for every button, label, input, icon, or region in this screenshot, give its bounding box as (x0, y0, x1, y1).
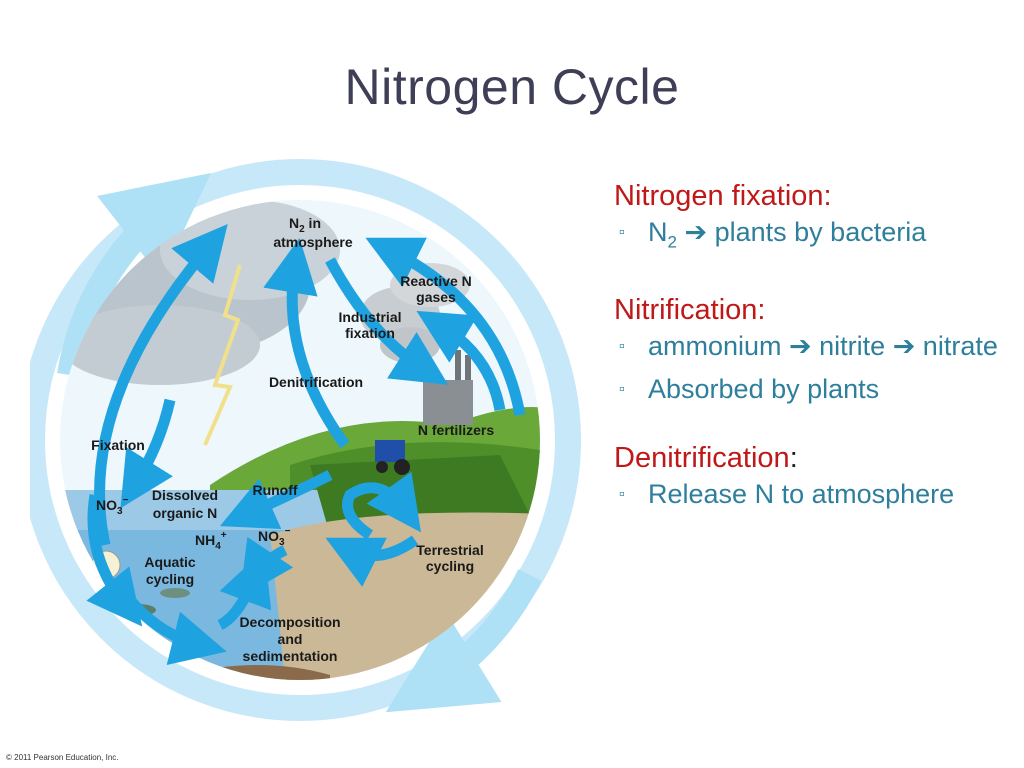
label-gases: gases (416, 289, 456, 305)
arrow-reactive-n-2 (416, 310, 506, 412)
label-denitrification: Denitrification (269, 374, 363, 390)
arrow-denitrification (263, 237, 350, 449)
arrow-runoff (219, 470, 333, 529)
bullet-absorbed: ▫Absorbed by plants (614, 371, 1019, 408)
label-no3-land: NO3− (258, 526, 291, 548)
notes-panel: Nitrogen fixation: ▫N2 ➔ plants by bacte… (614, 178, 1019, 513)
label-fixation: Fixation (91, 437, 145, 453)
arrow-industrial (325, 257, 449, 385)
outer-ring-arrow-top (57, 173, 211, 378)
nitrogen-cycle-diagram: N2 in atmosphere Reactive N gases Indust… (30, 159, 581, 721)
arrow-icon: ➔ (684, 217, 708, 247)
label-and: and (278, 631, 303, 647)
label-industrial: Industrial (338, 309, 401, 325)
outer-cycle-ring (30, 159, 581, 721)
label-aquatic-cycling: cycling (146, 571, 194, 587)
arrow-terrestrial-cycle (342, 471, 421, 540)
arrow-fixation (94, 223, 228, 547)
bullet-marker-icon: ▫ (619, 338, 625, 356)
label-n2-atmosphere: N2 in (289, 215, 321, 235)
bullet-n2-plants: ▫N2 ➔ plants by bacteria (614, 214, 1019, 260)
bullet-ammonium: ▫ammonium ➔ nitrite ➔ nitrate (614, 328, 1019, 365)
label-no3-water: NO3− (96, 495, 129, 517)
label-aquatic: Aquatic (144, 554, 196, 570)
label-reactive-n: Reactive N (400, 273, 472, 289)
heading-denitrification: Denitrification: (614, 442, 798, 475)
bullet-marker-icon: ▫ (619, 224, 625, 241)
factory (423, 380, 473, 425)
arrow-terrestrial-back (325, 535, 419, 587)
label-runoff: Runoff (252, 482, 297, 498)
label-fixation-industrial: fixation (345, 325, 395, 341)
label-terrestrial: Terrestrial (416, 542, 483, 558)
arrow-water-down (86, 494, 143, 627)
label-dissolved: Dissolved (152, 487, 218, 503)
copyright-notice: © 2011 Pearson Education, Inc. (6, 753, 119, 762)
label-sedimentation: sedimentation (243, 648, 338, 664)
bullet-marker-icon: ▫ (619, 381, 625, 399)
label-decomposition: Decomposition (239, 614, 340, 630)
label-n-fertilizers: N fertilizers (418, 422, 494, 438)
arrow-dissolved-left (239, 536, 294, 598)
arrow-aquatic-right (125, 596, 227, 665)
outer-ring-arrow-bottom (385, 569, 542, 713)
bullet-marker-icon: ▫ (619, 486, 625, 504)
lightning-bolt (203, 264, 242, 446)
heading-nitrification: Nitrification: (614, 294, 766, 327)
tractor (375, 440, 405, 462)
label-organic-n: organic N (153, 505, 218, 521)
bullet-release-n: ▫Release N to atmosphere (614, 476, 1019, 513)
label-nh4: NH4+ (195, 530, 227, 552)
label-atmosphere: atmosphere (273, 234, 353, 250)
heading-nitrogen-fixation: Nitrogen fixation: (614, 180, 832, 212)
arrow-lightning-fixation (120, 398, 176, 509)
label-terrestrial-cycling: cycling (426, 558, 474, 574)
slide-title: Nitrogen Cycle (344, 59, 680, 115)
